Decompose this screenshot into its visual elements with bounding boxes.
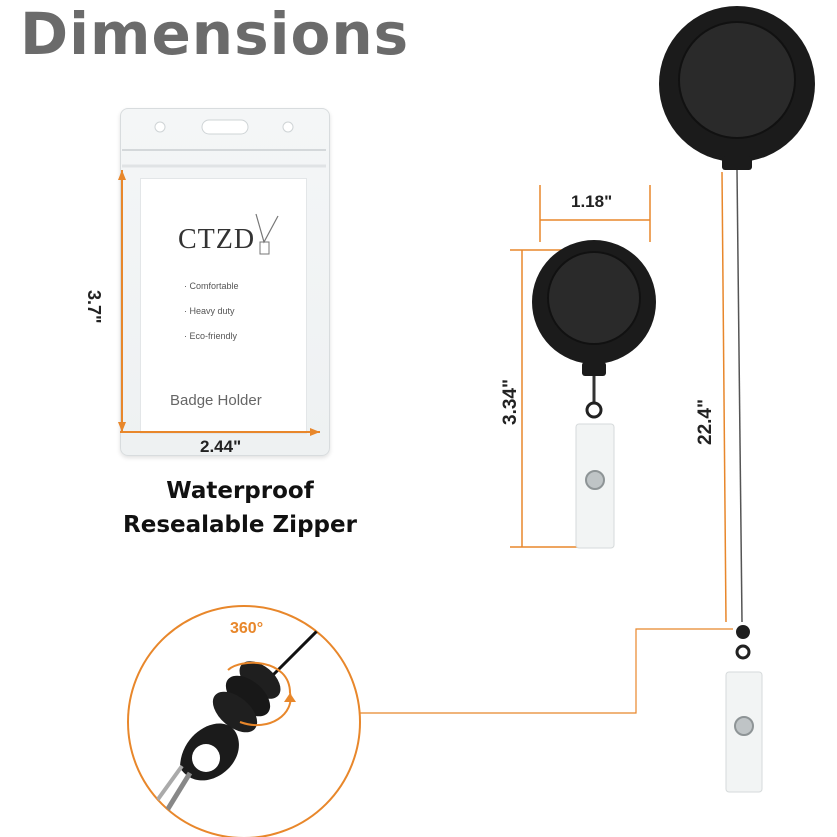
snap-button [585, 470, 605, 490]
small-reel [510, 185, 656, 549]
large-reel [659, 6, 815, 793]
caption-line: Resealable Zipper [123, 512, 357, 538]
brand-logo-text: CTZD [178, 224, 256, 255]
rotation-label: 360° [230, 620, 264, 637]
swivel-zoom-detail [127, 605, 361, 837]
lanyard-logo-icon [255, 213, 279, 255]
snap-button [734, 716, 754, 736]
badge-caption: Waterproof Resealable Zipper [110, 474, 370, 542]
cord-length-line [721, 171, 727, 623]
badge-holder-top [122, 119, 326, 168]
small-reel-diameter-label: 1.18" [571, 192, 613, 211]
badge-width-label: 2.44" [200, 437, 242, 456]
card-label: Badge Holder [170, 392, 262, 409]
badge-dimension-lines [118, 170, 320, 436]
swivel-joint [736, 625, 750, 639]
rotation-arrow-icon [227, 661, 291, 694]
feature-item: · Eco-friendly [184, 331, 238, 341]
clip-hole-left [154, 121, 166, 133]
caption-line: Waterproof [166, 478, 314, 504]
reel-face [547, 251, 641, 345]
retractable-cord [736, 169, 743, 623]
feature-item: · Comfortable [184, 281, 239, 291]
badge-card [140, 178, 307, 434]
reel-face [678, 21, 796, 139]
clip-hole-right [282, 121, 294, 133]
feature-item: · Heavy duty [184, 306, 235, 316]
page-title: Dimensions [20, 0, 410, 68]
slot-hole [201, 119, 249, 135]
